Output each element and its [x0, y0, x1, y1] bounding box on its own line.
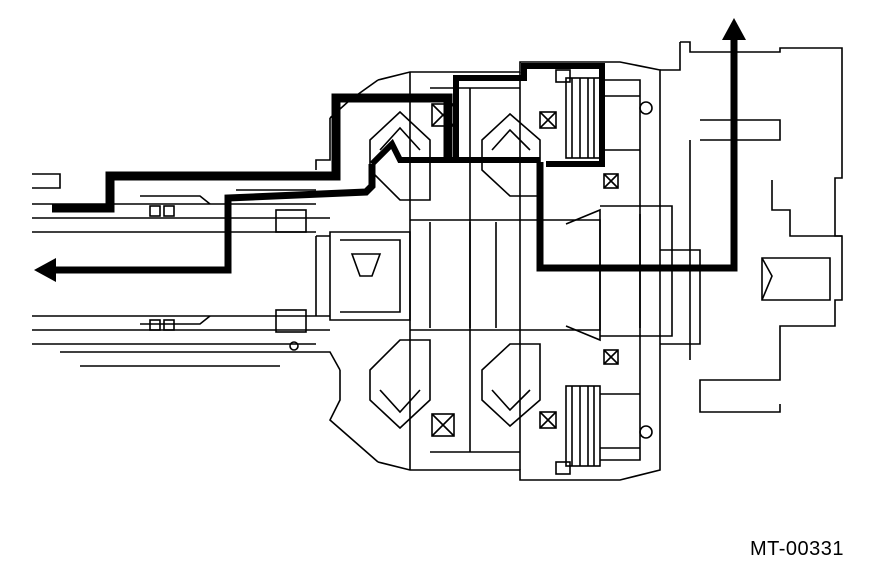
arrow-left-icon — [34, 258, 56, 282]
power-flow-secondary-path — [453, 63, 605, 167]
power-flow-output-left-path — [54, 138, 540, 274]
figure-reference-code: MT-00331 — [749, 538, 844, 560]
arrow-up-icon — [722, 18, 746, 40]
lower-clutch-pack — [555, 385, 653, 475]
central-shaft — [315, 205, 673, 342]
left-shafts — [32, 173, 341, 371]
lower-bevel-gears — [369, 339, 619, 437]
power-flow-output-right-path — [536, 40, 738, 272]
power-flow-input-path — [52, 93, 453, 213]
outer-housing — [660, 41, 843, 413]
